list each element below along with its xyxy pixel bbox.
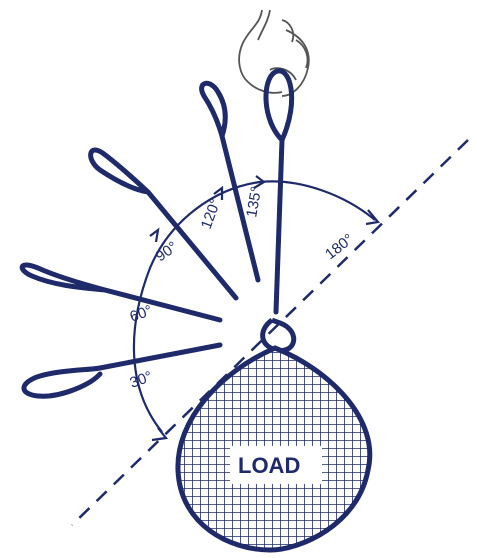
sling-120	[199, 80, 261, 283]
crane-hook-icon	[238, 9, 310, 97]
angle-ticks	[149, 175, 381, 442]
angle-label-120: 120°	[198, 196, 225, 231]
load-label: LOAD	[238, 453, 300, 478]
vertical-sling	[263, 68, 295, 315]
angle-label-30: 30°	[128, 368, 155, 392]
load-net: LOAD	[175, 345, 373, 553]
angle-label-180: 180°	[322, 231, 357, 264]
angle-label-90: 90°	[153, 238, 181, 265]
load-eye	[260, 317, 297, 354]
load-label-box	[230, 446, 322, 484]
angle-label-60: 60°	[128, 302, 155, 326]
angle-arc	[132, 180, 376, 433]
sling-60	[19, 262, 223, 323]
baseline-dashed-line	[71, 139, 469, 526]
angle-label-135: 135°	[243, 185, 265, 219]
sling-90	[88, 147, 239, 301]
sling-30	[21, 342, 223, 399]
